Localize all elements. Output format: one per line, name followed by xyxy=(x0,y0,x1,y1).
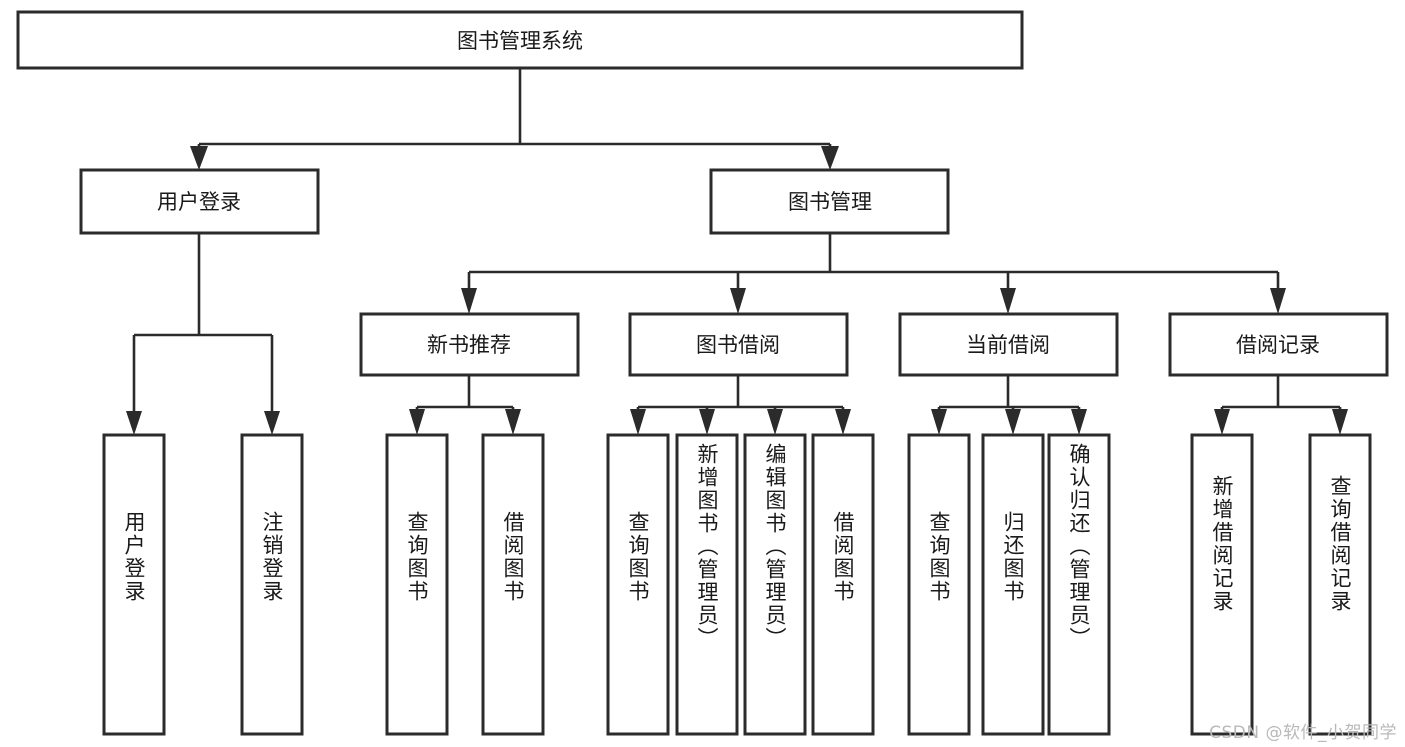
arrow-leaf-query-book-1 xyxy=(409,409,425,435)
arrow-leaf-add-book xyxy=(699,409,715,435)
arrow-book-manage xyxy=(821,146,839,170)
node-book-manage-label: 图书管理 xyxy=(788,190,872,214)
arrow-leaf-confirm-return xyxy=(1071,409,1087,435)
node-current-borrow[interactable] xyxy=(898,312,1119,377)
arrow-borrow-record xyxy=(1270,288,1286,314)
arrow-new-book-rec xyxy=(461,288,477,314)
node-book-borrow-label: 图书借阅 xyxy=(696,333,780,357)
node-book-borrow[interactable] xyxy=(628,312,849,377)
nodes-layer: 图书管理系统 用户登录 图书管理 新书推荐 图书借阅 当前借阅 借阅记录 xyxy=(16,10,1389,736)
arrow-book-borrow xyxy=(730,288,746,314)
node-leaf-confirm-return[interactable] xyxy=(1047,433,1111,736)
arrow-leaf-query-record xyxy=(1332,409,1348,435)
node-new-book-rec[interactable] xyxy=(359,312,580,377)
node-leaf-add-record[interactable] xyxy=(1190,433,1254,736)
node-user-login[interactable] xyxy=(79,168,320,235)
node-leaf-borrow-book-2[interactable] xyxy=(811,433,875,736)
node-leaf-edit-book[interactable] xyxy=(743,433,807,736)
arrow-leaf-return-book xyxy=(1005,409,1021,435)
node-new-book-rec-label: 新书推荐 xyxy=(427,333,511,357)
node-borrow-record[interactable] xyxy=(1168,312,1389,377)
node-current-borrow-label: 当前借阅 xyxy=(966,333,1050,357)
node-book-manage[interactable] xyxy=(709,168,950,235)
arrow-leaf-edit-book xyxy=(767,409,783,435)
node-leaf-return-book[interactable] xyxy=(981,433,1045,736)
node-leaf-user-login[interactable] xyxy=(102,433,166,736)
node-leaf-query-book-3[interactable] xyxy=(907,433,971,736)
arrow-leaf-query-book-3 xyxy=(931,409,947,435)
node-leaf-query-record[interactable] xyxy=(1308,433,1372,736)
node-root[interactable] xyxy=(16,10,1024,70)
node-leaf-add-book[interactable] xyxy=(675,433,739,736)
arrow-current-borrow xyxy=(1000,288,1016,314)
node-root-label: 图书管理系统 xyxy=(457,29,583,53)
node-leaf-logout[interactable] xyxy=(240,433,304,736)
csdn-watermark: CSDN @软件_小贺同学 xyxy=(1209,723,1397,743)
node-user-login-label: 用户登录 xyxy=(157,190,241,214)
node-borrow-record-label: 借阅记录 xyxy=(1236,333,1320,357)
arrow-leaf-logout xyxy=(264,411,280,435)
node-leaf-borrow-book-1[interactable] xyxy=(481,433,545,736)
arrow-leaf-add-record xyxy=(1214,409,1230,435)
node-leaf-query-book-1[interactable] xyxy=(385,433,449,736)
arrow-leaf-user-login xyxy=(126,411,142,435)
arrow-leaf-query-book-2 xyxy=(630,409,646,435)
arrow-user-login xyxy=(190,146,208,170)
connectors-layer xyxy=(126,68,1348,435)
arrow-leaf-borrow-book-2 xyxy=(835,409,851,435)
arrow-leaf-borrow-book-1 xyxy=(505,409,521,435)
node-leaf-query-book-2[interactable] xyxy=(606,433,670,736)
